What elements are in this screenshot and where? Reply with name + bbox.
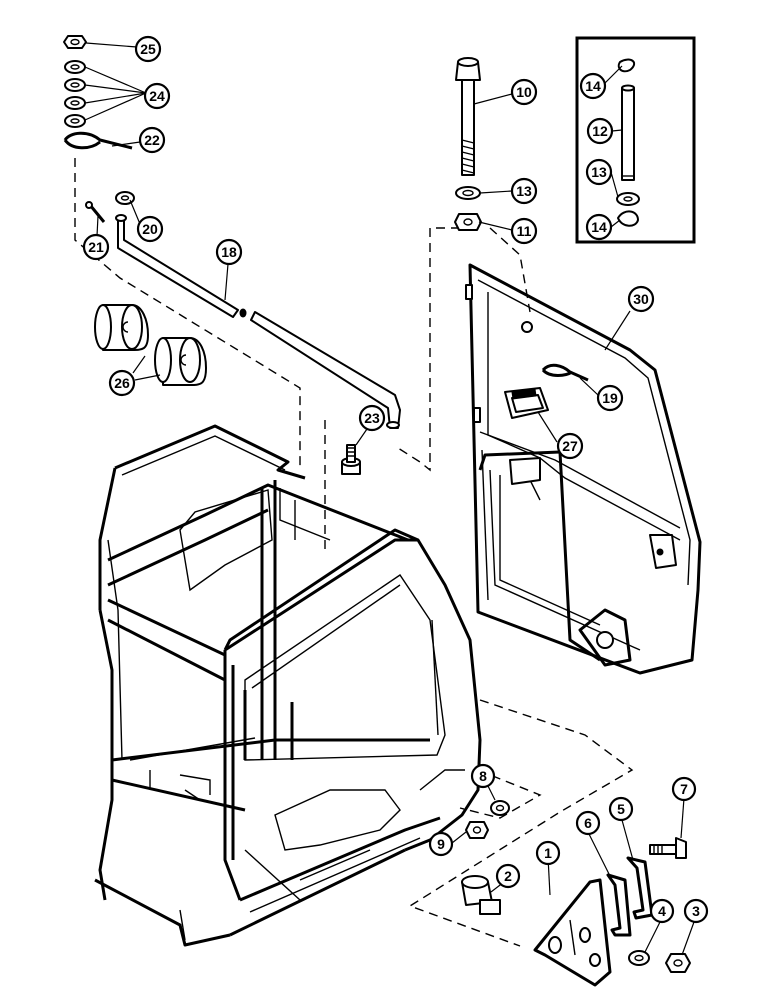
svg-text:6: 6 — [584, 815, 592, 831]
svg-text:24: 24 — [149, 88, 165, 104]
svg-text:14: 14 — [585, 78, 601, 94]
callout-24: 24 — [143, 82, 171, 110]
cab-door — [465, 263, 702, 675]
svg-text:7: 7 — [680, 781, 688, 797]
callout-19: 19 — [596, 384, 624, 412]
callout-bubbles: 25 24 22 20 21 18 26 23 10 13 11 14 12 1… — [82, 35, 709, 924]
lower-hardware — [461, 800, 691, 987]
callout-21: 21 — [82, 233, 110, 261]
svg-text:19: 19 — [602, 390, 618, 406]
callout-14-bottom: 14 — [585, 213, 613, 241]
svg-text:2: 2 — [504, 868, 512, 884]
svg-text:21: 21 — [88, 239, 104, 255]
hardware-stack-left — [63, 35, 135, 223]
callout-6: 6 — [575, 810, 601, 836]
assembly-dashed-lines — [74, 158, 634, 947]
callout-1: 1 — [535, 840, 561, 866]
svg-text:10: 10 — [516, 84, 532, 100]
svg-text:20: 20 — [142, 221, 158, 237]
svg-text:13: 13 — [591, 164, 607, 180]
svg-text:23: 23 — [364, 410, 380, 426]
callout-13-main: 13 — [510, 177, 538, 205]
leader-lines — [84, 42, 695, 956]
callout-20: 20 — [136, 215, 164, 243]
door-handle-parts — [504, 363, 589, 419]
svg-text:30: 30 — [633, 291, 649, 307]
callout-3: 3 — [683, 898, 709, 924]
svg-text:14: 14 — [591, 219, 607, 235]
callout-11: 11 — [510, 217, 538, 245]
svg-text:9: 9 — [437, 836, 445, 852]
callout-18: 18 — [215, 238, 243, 266]
svg-text:26: 26 — [114, 375, 130, 391]
svg-text:8: 8 — [479, 768, 487, 784]
svg-text:27: 27 — [562, 438, 578, 454]
callout-13-inset: 13 — [585, 158, 613, 186]
svg-text:5: 5 — [617, 801, 625, 817]
svg-text:12: 12 — [592, 123, 608, 139]
rubber-bumpers — [94, 304, 207, 386]
bolt-10-assembly — [454, 57, 482, 231]
callout-10: 10 — [510, 78, 538, 106]
callout-12: 12 — [586, 117, 614, 145]
bolt-23 — [341, 444, 361, 475]
cab-frame — [94, 424, 482, 947]
svg-text:3: 3 — [692, 903, 700, 919]
callout-23: 23 — [358, 404, 386, 432]
callout-7: 7 — [671, 776, 697, 802]
callout-22: 22 — [138, 126, 166, 154]
callout-9: 9 — [428, 831, 454, 857]
svg-text:11: 11 — [517, 223, 532, 239]
svg-text:4: 4 — [658, 903, 666, 919]
callout-27: 27 — [556, 432, 584, 460]
callout-14-top: 14 — [579, 72, 607, 100]
callout-5: 5 — [608, 796, 634, 822]
callout-30: 30 — [627, 285, 655, 313]
svg-text:1: 1 — [544, 845, 552, 861]
callout-26: 26 — [108, 369, 136, 397]
svg-text:13: 13 — [516, 183, 532, 199]
svg-text:18: 18 — [221, 244, 237, 260]
callout-4: 4 — [649, 898, 675, 924]
callout-8: 8 — [470, 763, 496, 789]
support-rod — [115, 214, 401, 429]
svg-text:22: 22 — [144, 132, 160, 148]
callout-25: 25 — [134, 35, 162, 63]
callout-2: 2 — [495, 863, 521, 889]
svg-text:25: 25 — [140, 41, 156, 57]
